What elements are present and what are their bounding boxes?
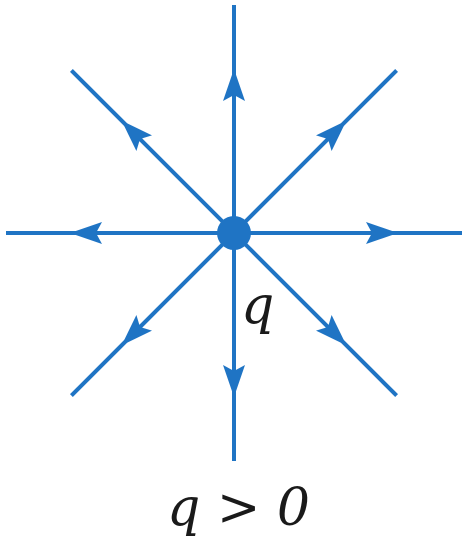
arrow-down-left-icon: [121, 315, 152, 346]
field-line-up-left: [69, 68, 236, 235]
charge-label: q: [241, 276, 274, 336]
field-line-down-left: [69, 231, 236, 398]
arrow-left-icon: [70, 222, 102, 244]
point-charge: [217, 216, 251, 250]
field-line-down-right: [232, 231, 399, 398]
arrow-up-left-icon: [121, 120, 152, 151]
field-line-up-right: [232, 68, 399, 235]
arrow-down-icon: [223, 365, 245, 397]
field-lines: [6, 5, 462, 461]
arrow-up-right-icon: [316, 120, 347, 151]
arrow-right-icon: [366, 222, 398, 244]
condition-label: q > 0: [167, 478, 310, 536]
arrow-down-right-icon: [316, 315, 347, 346]
arrow-up-icon: [223, 69, 245, 101]
